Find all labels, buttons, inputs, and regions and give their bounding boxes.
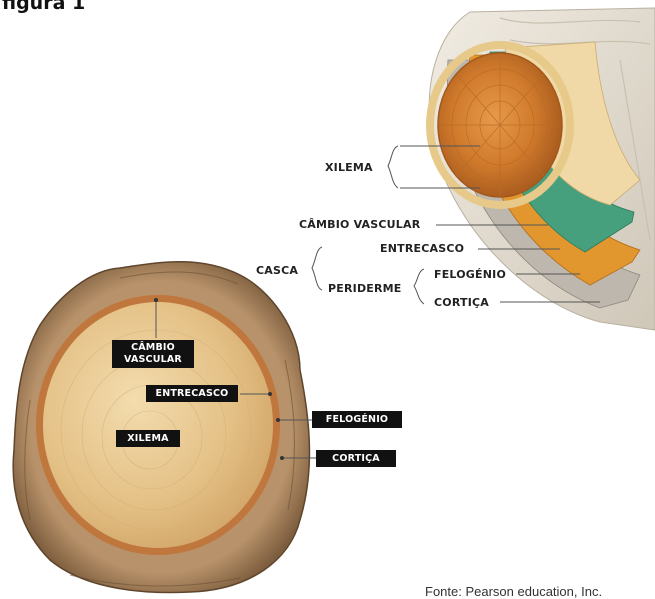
cross-section-wood xyxy=(43,302,273,548)
figure-source: Fonte: Pearson education, Inc. xyxy=(425,584,602,599)
section-tag-cambio-line1: CÂMBIO xyxy=(112,342,194,354)
section-tag-cambio-line2: VASCULAR xyxy=(112,354,194,366)
section-tag-cortica: CORTIÇA xyxy=(316,450,396,467)
section-tag-entrecasco: ENTRECASCO xyxy=(146,385,238,402)
section-tag-cambio-vascular: CÂMBIO VASCULAR xyxy=(112,340,194,368)
section-tag-xilema: XILEMA xyxy=(116,430,180,447)
section-tag-felogenio: FELOGÉNIO xyxy=(312,411,402,428)
